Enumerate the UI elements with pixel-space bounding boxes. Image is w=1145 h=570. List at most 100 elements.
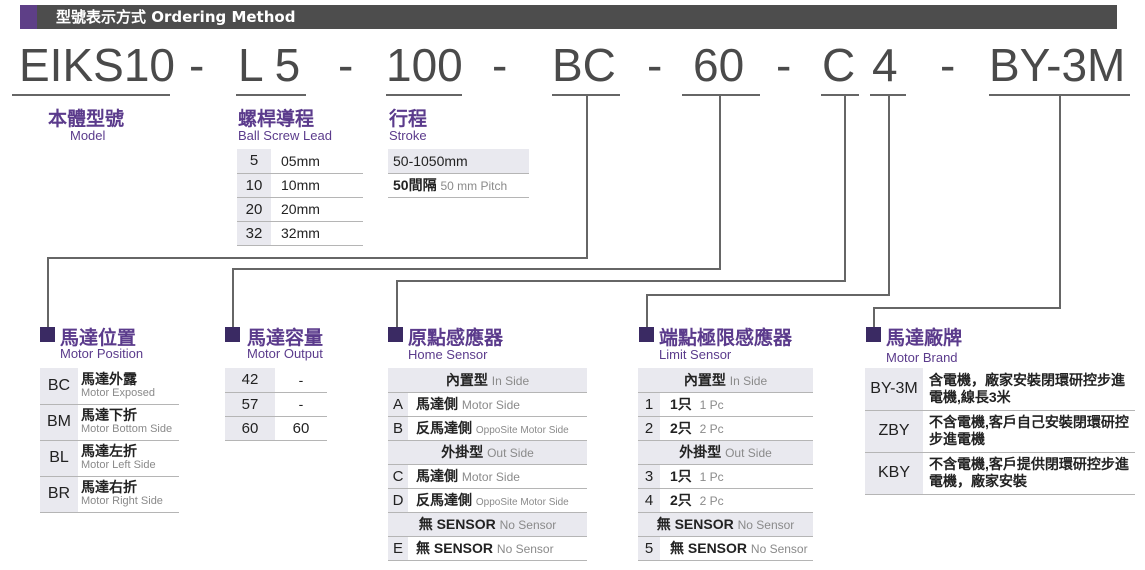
connector-line	[232, 268, 721, 270]
limit-none-en: No Sensor	[737, 518, 795, 532]
limit-none-label: 無 SENSOR	[656, 516, 734, 532]
section-marker	[866, 327, 881, 342]
stroke-pitch: 50間隔	[393, 177, 437, 193]
position-en: Motor Exposed	[81, 386, 155, 399]
limit-inside-label: 內置型	[683, 371, 726, 388]
home-none-en: No Sensor	[499, 518, 557, 532]
limit-key: 5	[638, 536, 660, 561]
home-sensor-subtitle: Home Sensor	[408, 347, 488, 362]
stroke-pitch-en: 50 mm Pitch	[440, 179, 508, 193]
output-value: 60	[275, 416, 327, 441]
limit-cn: 無 SENSOR	[670, 540, 748, 556]
home-en: OppoSite Motor Side	[475, 425, 569, 436]
connector-line	[1059, 94, 1061, 309]
connector-line	[586, 94, 588, 259]
home-cn: 無 SENSOR	[416, 540, 494, 556]
lead-subtitle: Ball Screw Lead	[238, 128, 332, 143]
home-key: A	[388, 392, 408, 417]
underline	[682, 94, 760, 96]
position-cn: 馬達外露	[81, 370, 137, 387]
home-en: No Sensor	[496, 542, 554, 556]
limit-key: 1	[638, 392, 660, 417]
stroke-range: 50-1050mm	[388, 149, 529, 174]
brand-key: KBY	[865, 452, 923, 495]
brand-key: ZBY	[865, 410, 923, 453]
position-key: BM	[40, 404, 78, 441]
motor-brand-subtitle: Motor Brand	[886, 350, 958, 365]
page-title: 型號表示方式 Ordering Method	[56, 8, 296, 26]
lead-value: 10mm	[271, 173, 363, 198]
connector-line	[396, 280, 398, 327]
position-key: BC	[40, 368, 78, 405]
position-key: BR	[40, 476, 78, 513]
connector-line	[646, 294, 648, 327]
section-marker	[40, 327, 55, 342]
stroke-table: 50-1050mm 50間隔 50 mm Pitch	[388, 149, 529, 198]
limit-sensor-subtitle: Limit Sensor	[659, 347, 732, 362]
code-output: 60	[693, 39, 745, 91]
code-lead: L 5	[238, 39, 301, 91]
code-dash: -	[940, 39, 956, 91]
underline	[386, 94, 462, 96]
code-sensor-n: 4	[872, 39, 898, 91]
connector-line	[873, 307, 1061, 309]
model-title: 本體型號	[48, 108, 125, 130]
motor-output-subtitle: Motor Output	[247, 346, 323, 361]
home-inside-en: In Side	[491, 373, 530, 388]
limit-cn: 1只	[670, 468, 692, 484]
brand-desc: 含電機，廠家安裝閉環研控步進電機,線長3米	[923, 368, 1135, 411]
output-key: 57	[225, 392, 275, 417]
connector-line	[396, 280, 846, 282]
connector-line	[47, 257, 588, 259]
home-en: Motor Side	[461, 398, 520, 412]
lead-value: 20mm	[271, 197, 363, 222]
home-key: C	[388, 464, 408, 489]
connector-line	[719, 94, 721, 270]
code-model: EIKS10	[19, 39, 175, 91]
limit-sensor-title: 端點極限感應器	[659, 327, 793, 349]
brand-desc: 不含電機,客戶提供閉環研控步進電機，廠家安裝	[923, 452, 1135, 495]
output-key: 60	[225, 416, 275, 441]
output-key: 42	[225, 368, 275, 393]
position-cn: 馬達左折	[81, 443, 137, 459]
output-value: -	[275, 392, 327, 417]
model-subtitle: Model	[70, 128, 106, 143]
home-cn: 馬達側	[416, 396, 458, 412]
lead-key: 20	[237, 197, 271, 222]
home-cn: 反馬達側	[416, 492, 472, 508]
code-dash: -	[492, 39, 508, 91]
underline	[12, 94, 170, 96]
lead-value: 05mm	[271, 149, 363, 174]
limit-inside-en: In Side	[729, 373, 768, 388]
code-sensor-c: C	[822, 39, 856, 91]
section-marker	[639, 327, 654, 342]
position-en: Motor Left Side	[81, 459, 156, 471]
lead-key: 5	[237, 149, 271, 174]
limit-key: 2	[638, 416, 660, 441]
limit-key: 4	[638, 488, 660, 513]
code-dash: -	[338, 39, 354, 91]
home-none-label: 無 SENSOR	[418, 516, 496, 532]
motor-brand-title: 馬達廠牌	[886, 327, 963, 349]
motor-position-title: 馬達位置	[60, 327, 137, 349]
home-cn: 馬達側	[416, 468, 458, 484]
home-outside-label: 外掛型	[441, 444, 484, 460]
limit-key: 3	[638, 464, 660, 489]
section-marker	[388, 327, 403, 342]
code-dash: -	[776, 39, 792, 91]
limit-cn: 2只	[670, 492, 692, 508]
home-key: D	[388, 488, 408, 513]
position-cn: 馬達下折	[81, 407, 137, 423]
position-key: BL	[40, 440, 78, 477]
code-dash: -	[189, 39, 205, 91]
code-brand: BY-3M	[989, 39, 1126, 91]
limit-en: 1 Pc	[699, 398, 724, 412]
stroke-title: 行程	[389, 108, 428, 130]
position-en: Motor Bottom Side	[81, 423, 173, 435]
limit-en: No Sensor	[750, 542, 808, 556]
position-en: Motor Right Side	[81, 495, 163, 507]
